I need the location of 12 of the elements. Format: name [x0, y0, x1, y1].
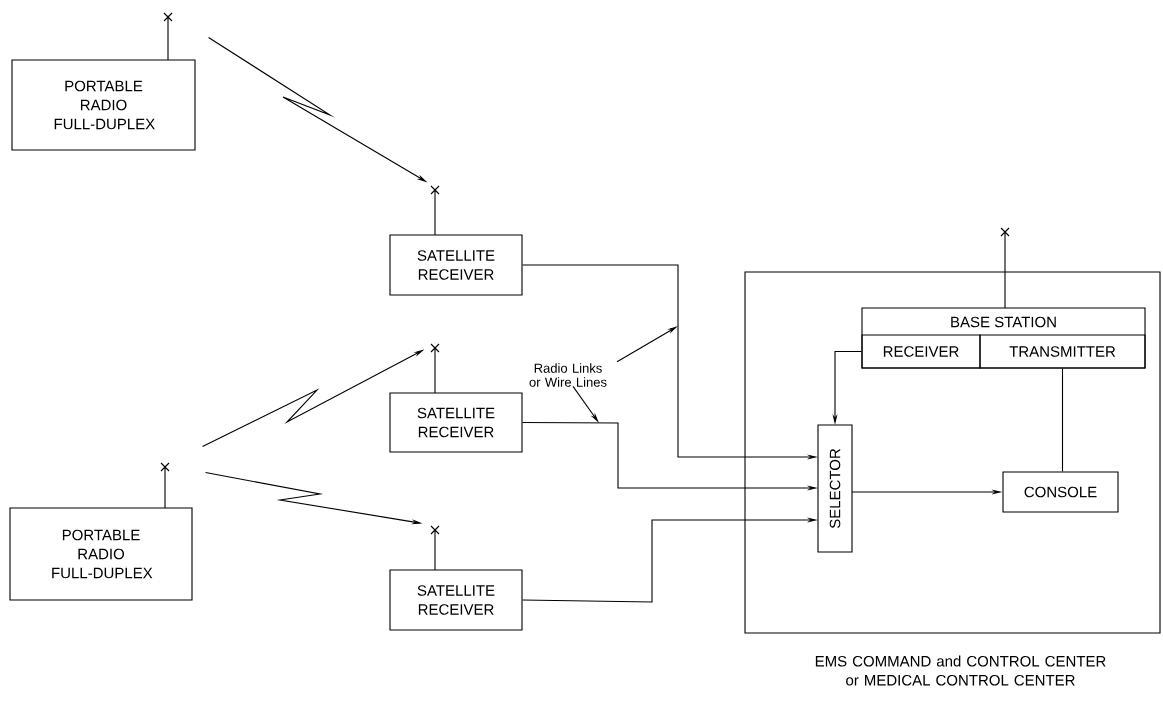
node-label: EMS COMMAND and CONTROL CENTER or MEDICAL CONTROL CENTER [815, 655, 1106, 686]
transmitter-box: TRANSMITTER [979, 334, 1146, 369]
radio-box: PORTABLE RADIO FULL-DUPLEX [11, 59, 196, 151]
console-box: CONSOLE [1002, 471, 1119, 513]
selector-box: SELECTOR [817, 424, 853, 553]
receiver-box: SATELLITE RECEIVER [389, 234, 523, 296]
receiver-box: SATELLITE RECEIVER [389, 569, 523, 631]
radio-box: PORTABLE RADIO FULL-DUPLEX [9, 507, 193, 601]
receiver-box: RECEIVER [861, 334, 981, 369]
note-label: Radio Links or Wire Lines [529, 363, 607, 387]
connector-line [1061, 368, 1064, 472]
receiver-box: SATELLITE RECEIVER [389, 392, 523, 453]
